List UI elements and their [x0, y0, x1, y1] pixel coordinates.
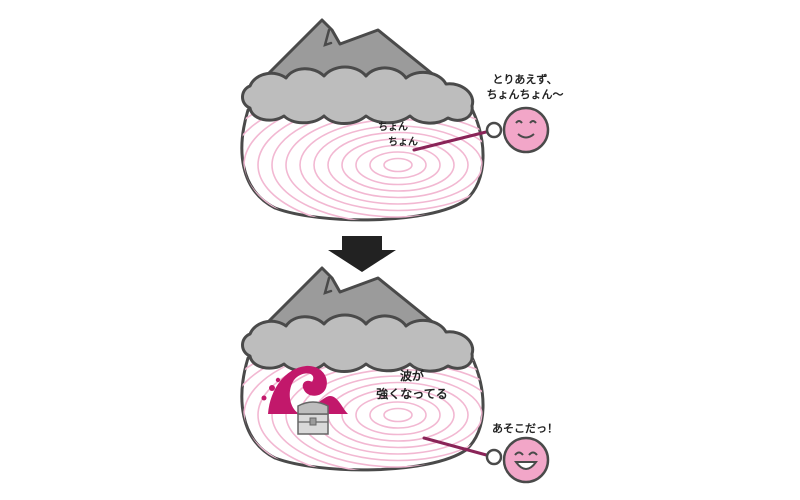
ripple-ring: [369, 151, 427, 179]
caption-2: 強くなってる: [376, 386, 447, 401]
ripple-ring: [257, 353, 484, 470]
panel-bottom: 波が 強くなってる あそこだっ！: [240, 266, 558, 484]
ripple-icon: [241, 105, 484, 220]
ripple-ring: [243, 353, 484, 470]
ripple-ring: [257, 105, 484, 220]
stick: [422, 436, 492, 458]
ripple-ring: [243, 105, 484, 220]
hand: [485, 121, 503, 139]
cloud-band-icon: [241, 65, 475, 125]
ripple-ring: [355, 144, 441, 186]
face-icon: [502, 436, 550, 484]
speech-top-2: ちょんちょん〜: [487, 88, 564, 101]
ripple-ring: [369, 401, 427, 429]
ripple-ring: [355, 394, 441, 436]
cloud-band-icon: [241, 313, 475, 373]
ripple-ring: [327, 131, 469, 199]
stick: [412, 129, 492, 152]
ripple-ring: [341, 388, 455, 442]
caption-1: 波が: [400, 368, 424, 383]
ripple-ring: [313, 125, 483, 205]
treasure-chest-icon: [297, 401, 329, 435]
ripple-ring: [341, 138, 455, 192]
sound-text-1: ちょん: [378, 121, 408, 133]
speech-bottom: あそこだっ！: [492, 422, 558, 435]
speech-top-1: とりあえず、: [492, 72, 557, 86]
arrow-down-icon: [328, 236, 396, 272]
ripple-ring: [383, 407, 413, 423]
face-icon: [502, 106, 550, 154]
panel-top: ちょん ちょん とりあえず、 ちょんちょん〜: [240, 18, 564, 222]
hand: [485, 448, 503, 466]
sound-text-2: ちょん: [388, 136, 418, 148]
ripple-ring: [383, 157, 413, 173]
